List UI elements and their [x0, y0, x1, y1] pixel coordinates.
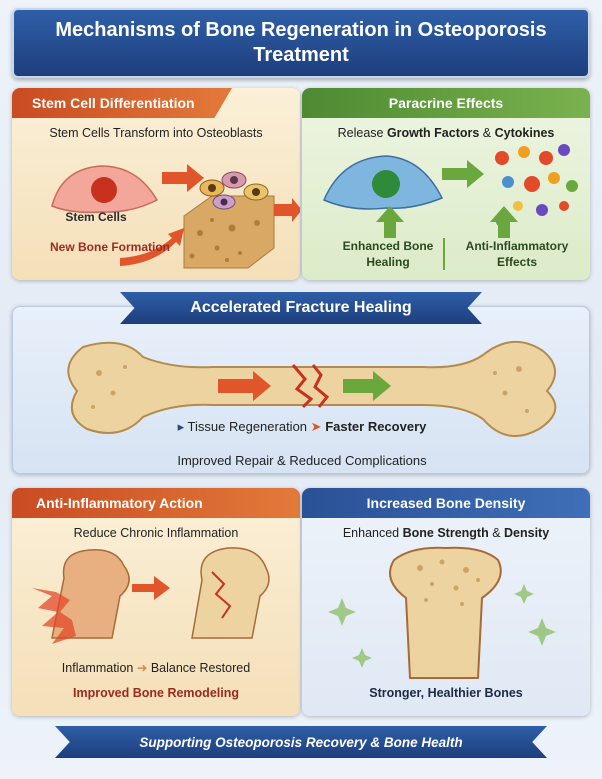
- paracrine-illustration: [323, 144, 578, 270]
- anti-inflammatory-header: Anti-Inflammatory Action: [12, 488, 300, 518]
- fracture-crack-icon: [291, 364, 330, 409]
- bottom-banner: Supporting Osteoporosis Recovery & Bone …: [55, 726, 547, 758]
- fracture-steps: ▸ Tissue Regeneration ➤ Faster Recovery: [177, 419, 427, 434]
- anti-inflammatory-footer: Improved Bone Remodeling: [73, 686, 239, 700]
- osteoblast-cells-icon: [199, 171, 269, 210]
- stem-cell-header: Stem Cell Differentiation: [12, 88, 232, 118]
- arrow-right-orange-icon: [132, 576, 170, 600]
- anti-inflammatory-effects-label: Anti-Inflammatory Effects: [465, 239, 569, 269]
- inflammation-burst-icon: [32, 588, 76, 644]
- sparkle-icons: [328, 584, 556, 668]
- stem-cells-label: Stem Cells: [65, 210, 127, 224]
- anti-inflammatory-subtitle: Reduce Chronic Inflammation: [73, 526, 239, 540]
- long-bone-icon: [67, 340, 557, 437]
- stem-cell-nucleus-icon: [91, 177, 117, 203]
- healed-bone-icon: [191, 547, 270, 639]
- stem-cell-subtitle: Stem Cells Transform into Osteoblasts: [49, 126, 263, 140]
- bone-density-panel: Increased Bone Density Enhanced Bone Str…: [302, 488, 590, 716]
- arrow-green-icon: [343, 371, 391, 401]
- curved-arrow-icon: [120, 228, 184, 266]
- arrow-right-small-icon: ➤: [310, 419, 322, 434]
- fracture-panel: ▸ Tissue Regeneration ➤ Faster Recovery …: [12, 306, 590, 474]
- dense-bone-icon: [389, 546, 502, 679]
- bone-block-icon: [183, 195, 275, 269]
- paracrine-subtitle: Release Growth Factors & Cytokines: [337, 126, 555, 140]
- balance-restored-label: Balance Restored: [150, 661, 251, 675]
- bone-density-footer: Stronger, Healthier Bones: [369, 686, 523, 700]
- faster-recovery-label: Faster Recovery: [325, 419, 427, 434]
- enhanced-bone-healing-label: Enhanced Bone Healing: [342, 239, 434, 269]
- bone-density-header: Increased Bone Density: [302, 488, 590, 518]
- bone-density-illustration: [328, 546, 556, 679]
- title-banner: Mechanisms of Bone Regeneration in Osteo…: [12, 8, 590, 78]
- inflammation-label: Inflammation: [61, 661, 134, 675]
- fracture-footer: Improved Repair & Reduced Complications: [177, 453, 427, 468]
- arrow-up-left-icon: [376, 206, 404, 238]
- bone-density-subtitle: Enhanced Bone Strength & Density: [342, 526, 550, 540]
- arrow-right-green-icon: [442, 160, 484, 188]
- arrow-up-right-icon: [490, 206, 518, 238]
- tissue-regeneration-label: Tissue Regeneration: [187, 419, 308, 434]
- anti-inflammatory-panel: Anti-Inflammatory Action Reduce Chronic …: [12, 488, 300, 716]
- fracture-header-banner: Accelerated Fracture Healing: [120, 292, 482, 324]
- inflammation-flow: Inflammation ➜ Balance Restored: [12, 660, 300, 675]
- signaling-cell-nucleus-icon: [372, 170, 400, 198]
- stem-cell-illustration: [51, 164, 300, 269]
- new-bone-formation-label: New Bone Formation: [49, 240, 170, 254]
- arrow-right-small-icon: ➜: [136, 661, 148, 675]
- inflamed-bone-icon: [51, 549, 130, 639]
- arrow-to-paracrine-icon: [274, 198, 300, 222]
- page-title: Mechanisms of Bone Regeneration in Osteo…: [55, 19, 547, 66]
- arrow-red-icon: [218, 371, 271, 401]
- paracrine-header: Paracrine Effects: [302, 88, 590, 118]
- fracture-illustration: [67, 340, 557, 437]
- anti-inflammatory-illustration: [32, 547, 270, 644]
- arrow-right-icon: [162, 164, 204, 192]
- paracrine-panel: Paracrine Effects Release Growth Factors…: [302, 88, 590, 280]
- stem-cell-panel: Stem Cell Differentiation Stem Cells Tra…: [12, 88, 300, 280]
